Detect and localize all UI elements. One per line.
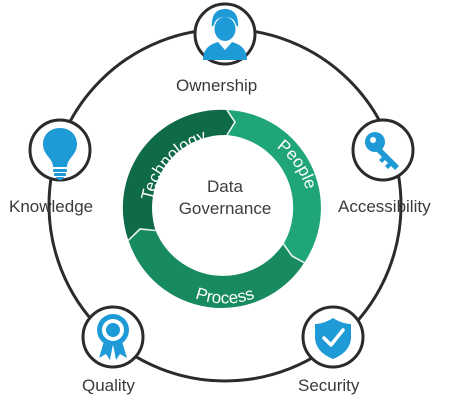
cycle-ring [122, 109, 321, 308]
node-label-accessibility: Accessibility [338, 197, 431, 216]
key-icon [365, 132, 399, 170]
lightbulb-icon [43, 128, 77, 180]
ring-label-process: Process [194, 284, 257, 308]
center-title-line2: Governance [178, 199, 272, 218]
center-title: Data Governance [140, 176, 310, 220]
node-label-knowledge: Knowledge [9, 197, 94, 216]
ring-segment-technology [122, 109, 235, 241]
person-icon [203, 9, 247, 60]
award-rosette-icon [97, 314, 129, 360]
node-label-quality: Quality [82, 376, 135, 395]
ring-segment-people [227, 110, 321, 263]
ring-segment-process [128, 229, 305, 308]
node-label-ownership: Ownership [176, 76, 258, 95]
node-label-security: Security [298, 376, 360, 395]
center-title-line1: Data [207, 177, 243, 196]
shield-check-icon [315, 318, 351, 359]
